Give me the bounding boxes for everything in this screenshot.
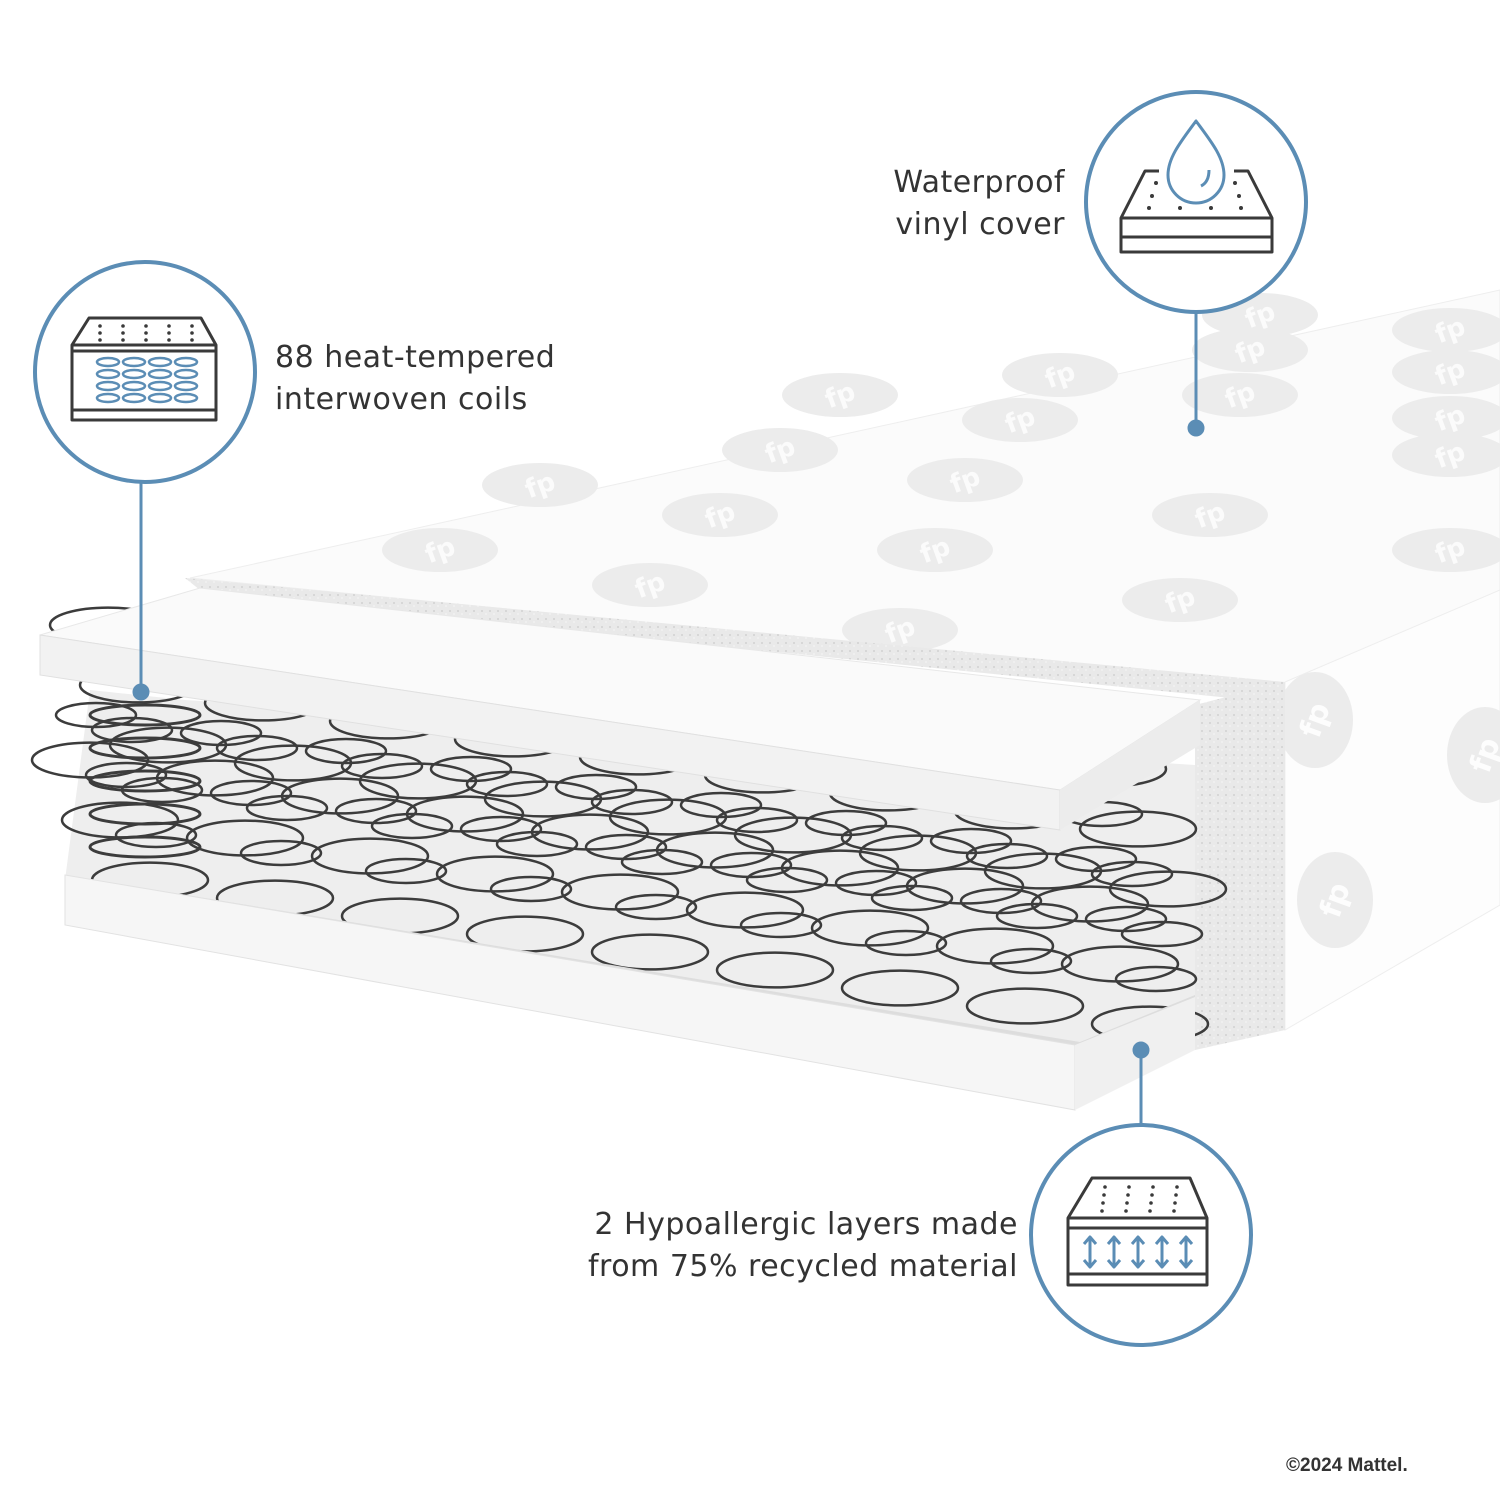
fp-logo: fp <box>962 398 1078 442</box>
top-board-side <box>1060 700 1200 830</box>
foam-cross-section <box>1195 682 1285 1050</box>
fp-logo: fp <box>1392 433 1500 477</box>
callout-coils: 88 heat-tempered interwoven coils <box>275 337 555 421</box>
fp-logo: fp <box>1447 707 1500 803</box>
coil-spring <box>560 738 698 911</box>
fp-logo: fp <box>1182 373 1298 417</box>
mattress-arrows-icon <box>1066 1176 1209 1287</box>
fp-logo: fp <box>1392 396 1500 440</box>
fp-logo: fp <box>1297 852 1373 948</box>
fp-logo: fp <box>592 563 708 607</box>
callout-hypoallergic: 2 Hypoallergic layers made from 75% recy… <box>560 1204 1018 1288</box>
fp-logo: fp <box>1277 672 1353 768</box>
fp-logo: fp <box>662 493 778 537</box>
callout-waterproof: Waterproof vinyl cover <box>860 162 1065 246</box>
fp-logo: fp <box>842 608 958 652</box>
callout-coils-line1: 88 heat-tempered <box>275 340 556 375</box>
callout-waterproof-line1: Waterproof <box>893 165 1065 200</box>
callout-coils-line2: interwoven coils <box>275 382 528 417</box>
callout-circle-hypoallergic <box>1029 1123 1253 1347</box>
fp-logo: fp <box>907 458 1023 502</box>
mattress-coils-icon <box>70 316 218 422</box>
fp-logo: fp <box>482 463 598 507</box>
coil-spring-side <box>88 703 202 859</box>
mattress-water-drop-icon <box>1119 119 1274 254</box>
fp-logo: fp <box>782 373 898 417</box>
fp-logo: fp <box>1122 578 1238 622</box>
fp-logo: fp <box>877 528 993 572</box>
callout-hypoallergic-line2: from 75% recycled material <box>587 1249 1018 1284</box>
callout-hypoallergic-line1: 2 Hypoallergic layers made <box>594 1207 1018 1242</box>
fp-logo: fp <box>722 428 838 472</box>
fp-logo: fp <box>1192 328 1308 372</box>
fp-logo: fp <box>1152 493 1268 537</box>
coil-spring <box>1060 810 1198 983</box>
copyright: ©2024 Mattel. <box>1286 1455 1408 1476</box>
coil-spring <box>1090 870 1228 1043</box>
fp-logo: fp <box>1392 528 1500 572</box>
fp-logo: fp <box>1392 308 1500 352</box>
fp-logo: fp <box>1002 353 1118 397</box>
coil-spring <box>840 834 978 1007</box>
fp-logo: fp <box>1392 350 1500 394</box>
leader-dot-waterproof <box>1187 419 1205 437</box>
callout-waterproof-line2: vinyl cover <box>895 207 1065 242</box>
leader-dot-coils <box>132 683 150 701</box>
leader-dot-hypoallergic <box>1132 1041 1150 1059</box>
fp-logo: fp <box>382 528 498 572</box>
foam-layer-top <box>185 578 1285 700</box>
